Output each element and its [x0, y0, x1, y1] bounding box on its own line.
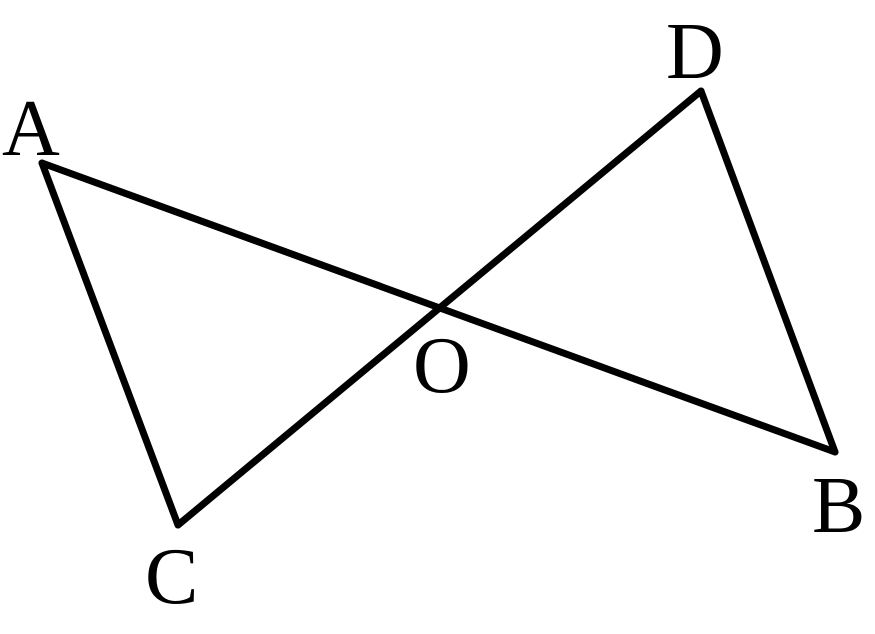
segments-group — [38, 87, 839, 529]
point-label-A: A — [2, 85, 60, 173]
segment-AC — [38, 159, 182, 529]
segment-DB — [697, 87, 839, 456]
point-label-O: O — [413, 322, 471, 410]
point-label-C: C — [145, 533, 198, 621]
point-label-B: B — [812, 462, 865, 550]
labels-group: A B C D O — [2, 8, 865, 621]
segment-CD — [174, 87, 705, 529]
point-label-D: D — [666, 8, 724, 96]
